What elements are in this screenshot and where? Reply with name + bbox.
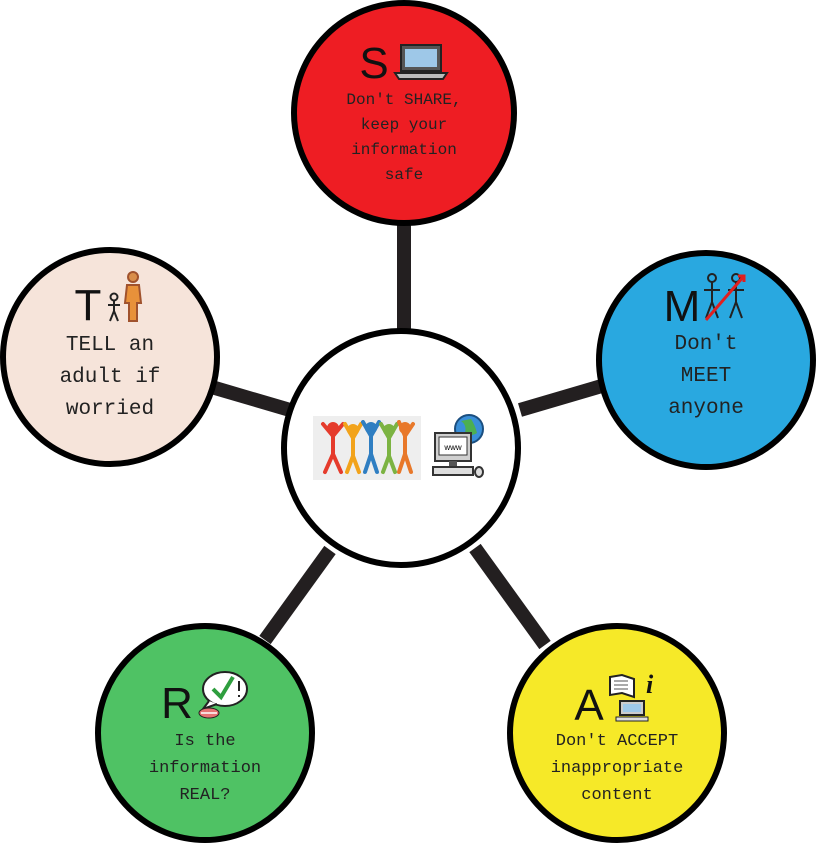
child-and-adult-icon	[105, 271, 145, 328]
node-text: TELL an adult if worried	[59, 334, 161, 421]
node-text: Don't MEET anyone	[668, 333, 744, 420]
node-meet: M Don't MEET anyone	[596, 250, 816, 470]
speech-bubble-tick-icon	[195, 669, 249, 726]
node-letter: T	[74, 281, 102, 330]
spoke-t	[213, 381, 292, 417]
laptop-icon	[392, 43, 449, 86]
node-letter: M	[663, 282, 701, 331]
www-screen-text: www	[443, 443, 462, 452]
spoke-r	[259, 545, 336, 645]
node-letter: S	[359, 39, 389, 88]
node-share: S Don't SHARE, keep your information saf…	[291, 0, 517, 226]
node-text: Don't ACCEPT inappropriate content	[550, 732, 684, 805]
center-hub: www	[281, 328, 521, 568]
svg-text:i: i	[646, 673, 654, 699]
node-letter: A	[574, 681, 604, 730]
node-letter: R	[161, 679, 193, 728]
node-text: Don't SHARE, keep your information safe	[346, 91, 462, 184]
spoke-a	[469, 543, 551, 650]
reading-computer-information-icon: i	[608, 670, 660, 728]
node-real: R Is the information REAL?	[95, 623, 315, 843]
node-accept: A i Don't ACCEPT inappropriate content	[507, 623, 727, 843]
node-tell: T TELL an adult if worried	[0, 247, 220, 467]
people-celebrating-icon	[313, 416, 421, 480]
www-computer-globe-icon: www	[431, 411, 489, 486]
node-text: Is the information REAL?	[148, 732, 262, 805]
spoke-m	[518, 378, 607, 417]
do-not-meet-stranger-icon	[702, 272, 748, 329]
